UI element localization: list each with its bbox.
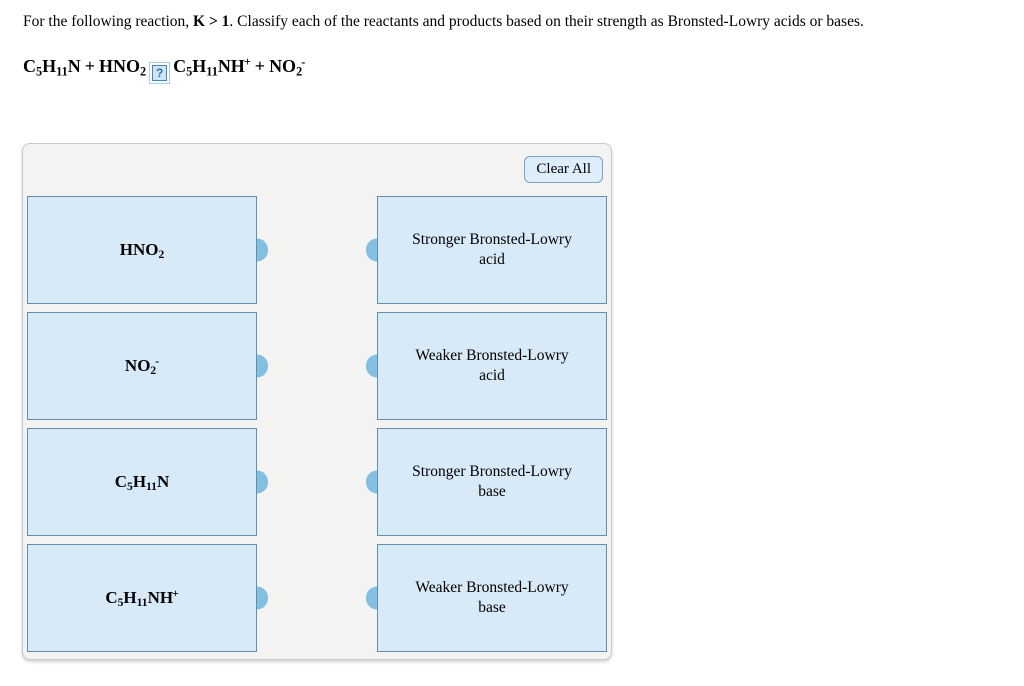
target-weaker-base[interactable]: Weaker Bronsted-Lowry base	[366, 544, 607, 652]
question-part2: . Classify each of the reactants and pro…	[229, 13, 864, 30]
target-label-line1: Weaker Bronsted-Lowry	[415, 347, 569, 364]
chip-label: NO2-	[124, 355, 160, 378]
matching-row: C5H11N Stronger Bronsted-Lowry base	[27, 428, 607, 536]
matching-row: C5H11NH+ Weaker Bronsted-Lowry base	[27, 544, 607, 652]
plus-sign: +	[254, 56, 266, 76]
chip-c5h11nh-plus[interactable]: C5H11NH+	[27, 544, 268, 652]
connector-nub-icon	[257, 470, 268, 494]
equation-product-nitrite: NO2-	[269, 54, 306, 79]
connector-nub-icon	[257, 238, 268, 262]
reaction-equation: C5H11N+HNO2?C5H11NH++NO2-	[23, 56, 305, 84]
target-label-line1: Stronger Bronsted-Lowry	[412, 463, 572, 480]
chip-c5h11n[interactable]: C5H11N	[27, 428, 268, 536]
question-part1: For the following reaction,	[23, 13, 194, 30]
clear-all-button[interactable]: Clear All	[524, 156, 603, 183]
target-stronger-acid[interactable]: Stronger Bronsted-Lowry acid	[366, 196, 607, 304]
target-label-line2: base	[478, 599, 506, 616]
chip-no2-minus[interactable]: NO2-	[27, 312, 268, 420]
matching-row: HNO2 Stronger Bronsted-Lowry acid	[27, 196, 607, 304]
connector-nub-icon	[366, 586, 377, 610]
target-stronger-base[interactable]: Stronger Bronsted-Lowry base	[366, 428, 607, 536]
matching-rows: HNO2 Stronger Bronsted-Lowry acid NO2- W…	[27, 196, 607, 660]
equation-reactant-hno2: HNO2	[98, 56, 147, 79]
target-weaker-acid[interactable]: Weaker Bronsted-Lowry acid	[366, 312, 607, 420]
target-label-line2: acid	[479, 367, 505, 384]
chip-label: HNO2	[119, 240, 165, 262]
plus-sign: +	[84, 56, 95, 76]
connector-nub-icon	[366, 470, 377, 494]
connector-nub-icon	[257, 586, 268, 610]
target-label-line1: Stronger Bronsted-Lowry	[412, 231, 572, 248]
connector-nub-icon	[257, 354, 268, 378]
target-label-line1: Weaker Bronsted-Lowry	[415, 579, 569, 596]
target-label-line2: acid	[479, 251, 505, 268]
target-label-line2: base	[478, 483, 506, 500]
chip-label: C5H11N	[114, 472, 170, 494]
chip-label: C5H11NH+	[105, 587, 179, 610]
reaction-arrow-placeholder-button[interactable]: ?	[149, 62, 171, 84]
matching-row: NO2- Weaker Bronsted-Lowry acid	[27, 312, 607, 420]
connector-nub-icon	[366, 354, 377, 378]
question-text: For the following reaction, K > 1. Class…	[23, 12, 1004, 31]
question-mark-icon: ?	[152, 65, 168, 81]
question-k-value: K > 1	[193, 13, 230, 30]
matching-panel: Clear All HNO2 Stronger Bronsted-Lowry a…	[22, 143, 612, 660]
equation-product-ammonium: C5H11NH+	[173, 54, 251, 79]
connector-nub-icon	[366, 238, 377, 262]
chip-hno2[interactable]: HNO2	[27, 196, 268, 304]
equation-reactant-amine: C5H11N	[23, 56, 81, 79]
